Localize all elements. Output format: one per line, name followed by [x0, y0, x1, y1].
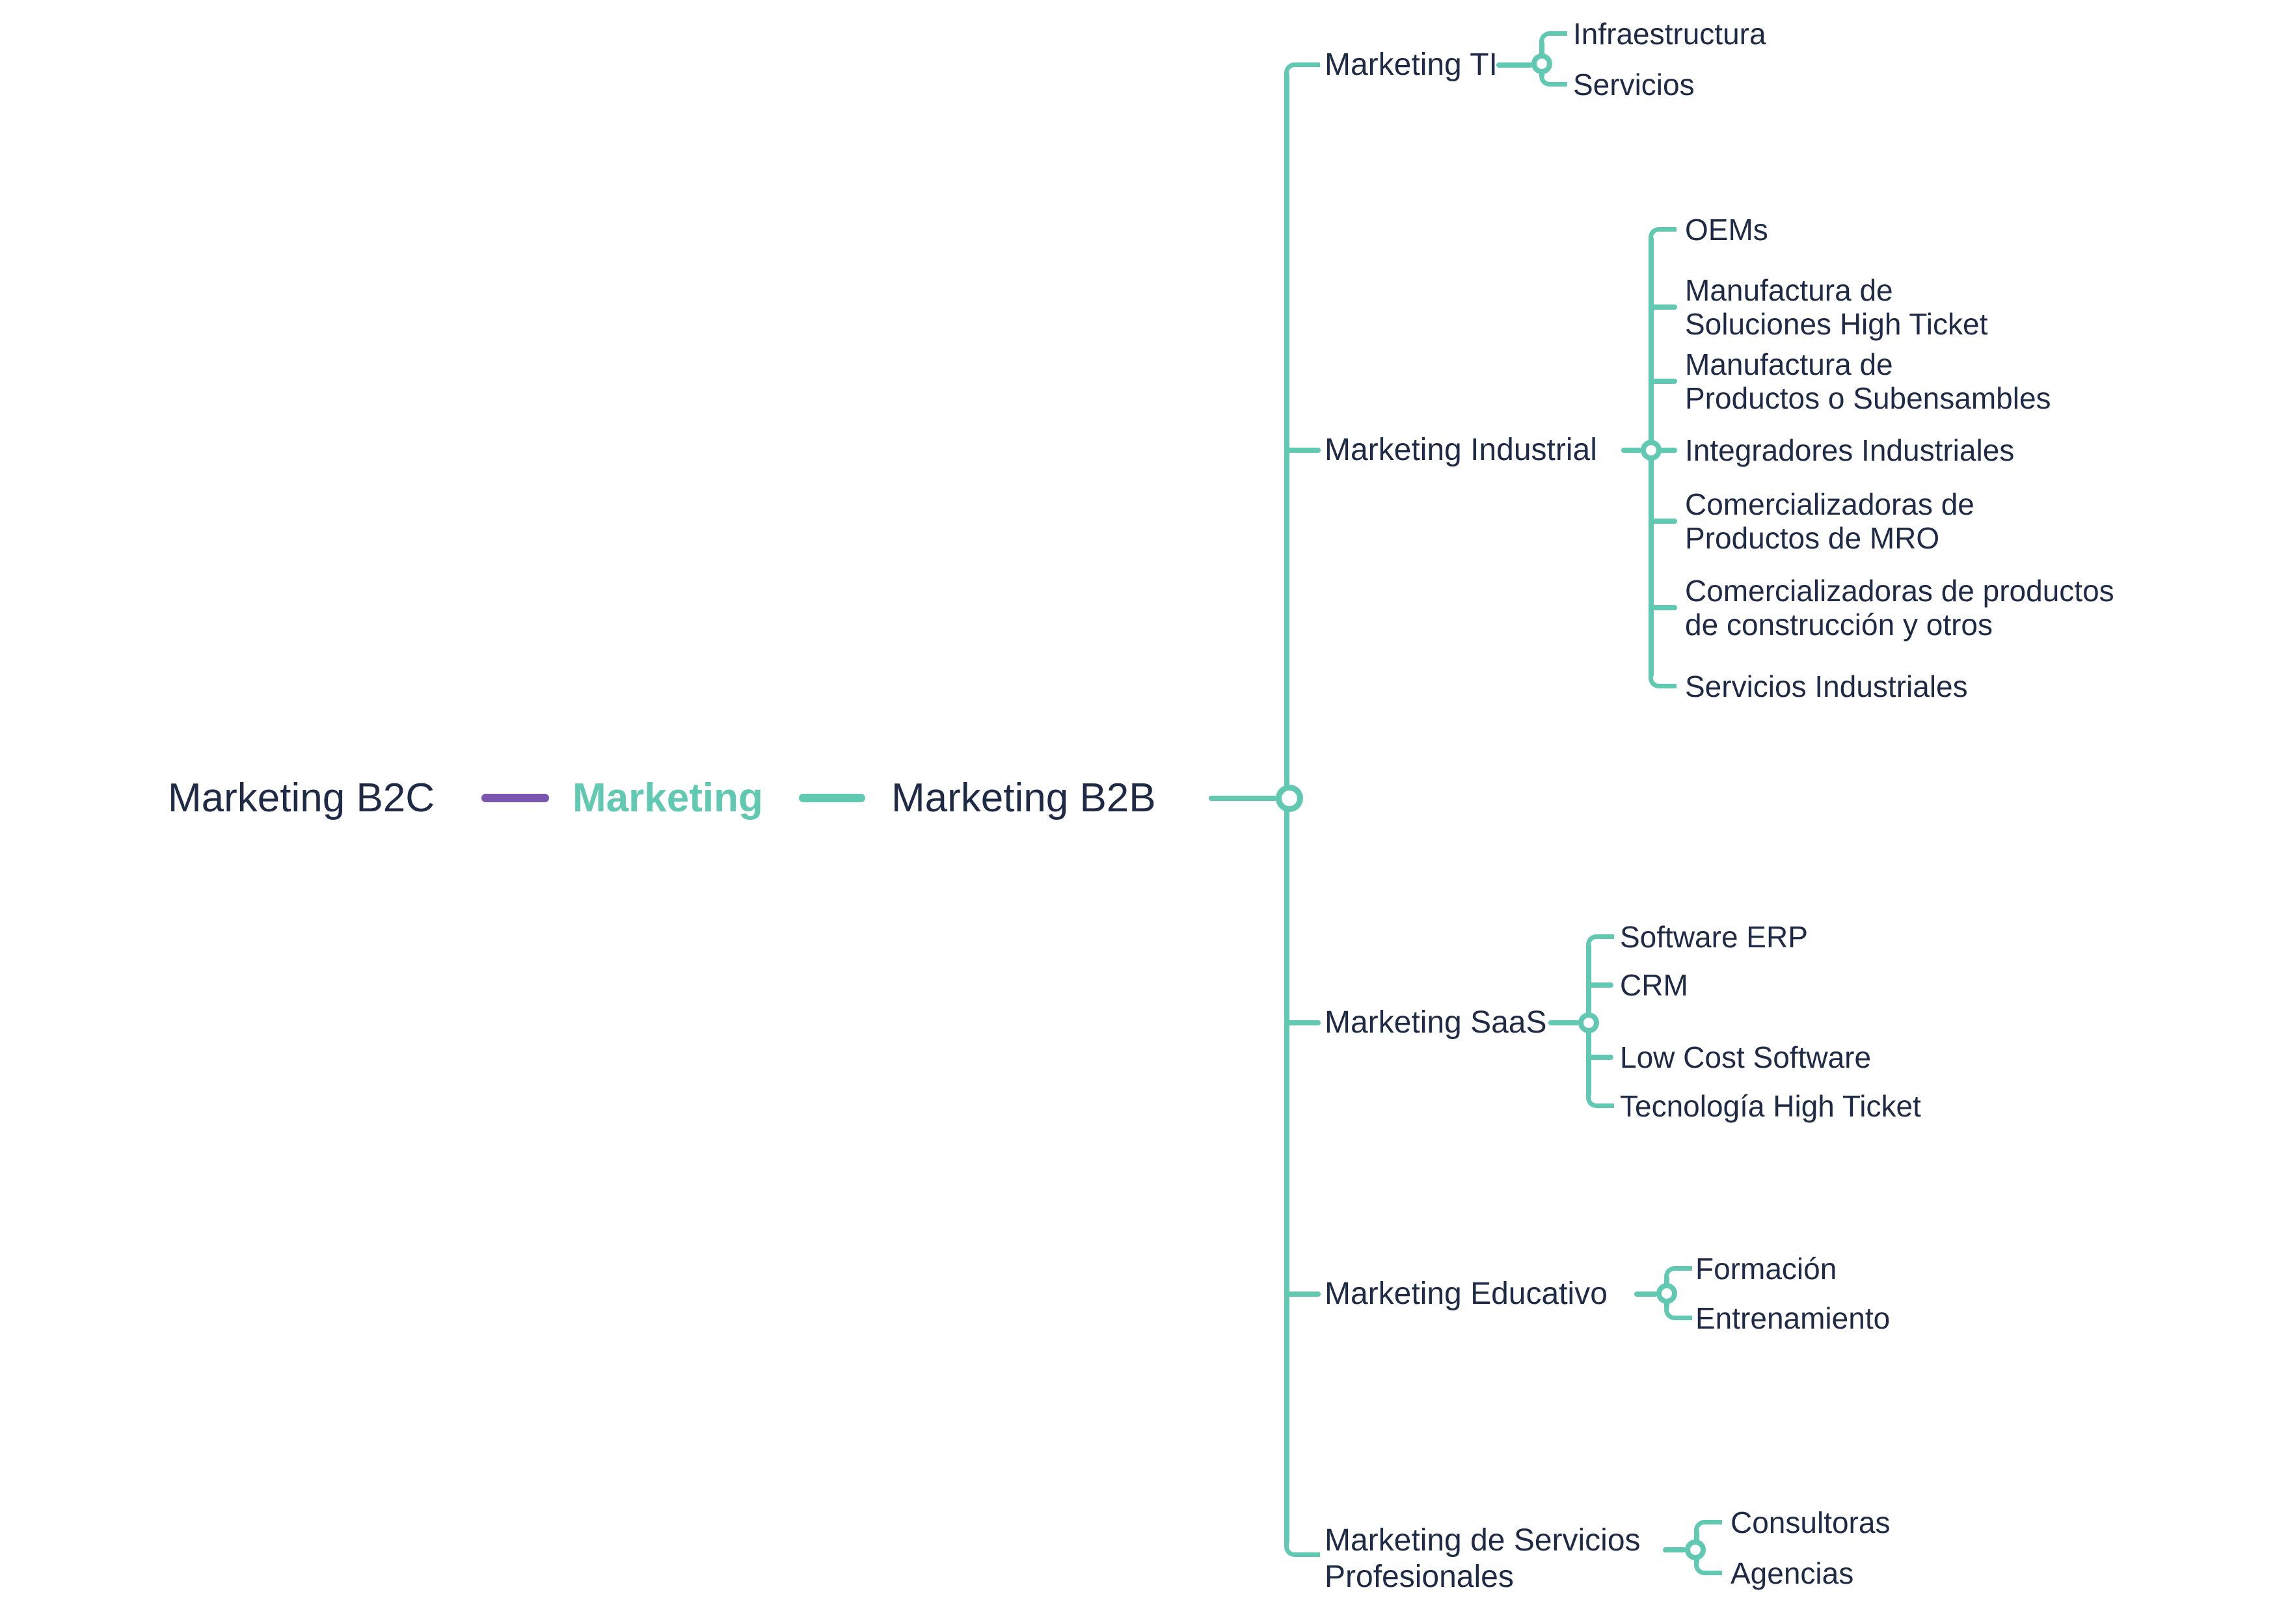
- servprof-ring-link: [1663, 1547, 1686, 1552]
- node-infraestructura[interactable]: Infraestructura: [1573, 17, 1766, 51]
- industrial-tick-1: [1651, 304, 1677, 310]
- node-marketing-b2b[interactable]: Marketing B2B: [891, 776, 1156, 820]
- node-oems[interactable]: OEMs: [1685, 213, 1768, 247]
- educativo-ring-link: [1634, 1292, 1658, 1297]
- industrial-corner-bottom: [1649, 675, 1677, 688]
- node-marketing-educativo[interactable]: Marketing Educativo: [1325, 1277, 1608, 1311]
- saas-corner-bottom: [1586, 1094, 1614, 1108]
- node-servicios-industriales[interactable]: Servicios Industriales: [1685, 670, 1968, 703]
- servprof-corner-bottom: [1694, 1562, 1722, 1575]
- industrial-ring-link: [1621, 448, 1642, 453]
- node-software-erp[interactable]: Software ERP: [1620, 920, 1808, 954]
- ti-ring[interactable]: [1531, 53, 1552, 74]
- node-servicios[interactable]: Servicios: [1573, 68, 1695, 102]
- b2b-trunk-line: [1209, 796, 1277, 801]
- node-marketing-industrial[interactable]: Marketing Industrial: [1325, 433, 1597, 467]
- node-marketing-servicios-profesionales[interactable]: Marketing de Servicios Profesionales: [1325, 1523, 1641, 1594]
- saas-ring-link: [1548, 1020, 1580, 1025]
- link-b2b-connector: [799, 794, 865, 802]
- saas-tick-1: [1589, 982, 1613, 988]
- node-manufactura-productos-subensambles[interactable]: Manufactura de Productos o Subensambles: [1685, 347, 2051, 415]
- node-marketing-root[interactable]: Marketing: [572, 776, 763, 820]
- trunk-corner-top: [1284, 62, 1320, 79]
- servprof-corner-top: [1694, 1520, 1722, 1534]
- servprof-ring[interactable]: [1685, 1539, 1706, 1560]
- educativo-corner-top: [1664, 1266, 1692, 1280]
- node-low-cost-software[interactable]: Low Cost Software: [1620, 1040, 1872, 1074]
- industrial-tick-3: [1651, 448, 1677, 453]
- node-marketing-b2c[interactable]: Marketing B2C: [168, 776, 435, 820]
- node-tecnologia-high-ticket[interactable]: Tecnología High Ticket: [1620, 1089, 1921, 1123]
- node-marketing-saas[interactable]: Marketing SaaS: [1325, 1005, 1547, 1040]
- stub-educativo: [1287, 1292, 1321, 1297]
- node-consultoras[interactable]: Consultoras: [1731, 1506, 1891, 1539]
- educativo-corner-bottom: [1664, 1306, 1692, 1320]
- node-comercializadoras-construccion[interactable]: Comercializadoras de productos de constr…: [1685, 574, 2114, 642]
- industrial-tick-5: [1651, 605, 1677, 610]
- node-crm[interactable]: CRM: [1620, 968, 1688, 1002]
- industrial-corner-top: [1649, 227, 1677, 241]
- node-manufactura-soluciones-high-ticket[interactable]: Manufactura de Soluciones High Ticket: [1685, 273, 1988, 341]
- saas-tick-2: [1589, 1055, 1613, 1060]
- node-integradores-industriales[interactable]: Integradores Industriales: [1685, 433, 2015, 467]
- ti-corner-top: [1539, 31, 1567, 45]
- node-entrenamiento[interactable]: Entrenamiento: [1695, 1301, 1891, 1335]
- link-b2c-connector: [481, 794, 549, 802]
- junction-ring-b2b[interactable]: [1276, 785, 1303, 812]
- stub-industrial: [1287, 448, 1321, 453]
- trunk-corner-bottom: [1284, 1541, 1320, 1557]
- educativo-ring[interactable]: [1656, 1283, 1677, 1304]
- stub-saas: [1287, 1020, 1321, 1025]
- saas-ring[interactable]: [1578, 1012, 1599, 1033]
- node-formacion[interactable]: Formación: [1695, 1252, 1837, 1286]
- ti-ring-link: [1496, 62, 1533, 68]
- node-agencias[interactable]: Agencias: [1731, 1556, 1854, 1590]
- industrial-tick-2: [1651, 379, 1677, 384]
- node-marketing-ti[interactable]: Marketing TI: [1325, 47, 1498, 82]
- industrial-tick-4: [1651, 519, 1677, 524]
- node-comercializadoras-mro[interactable]: Comercializadoras de Productos de MRO: [1685, 487, 1974, 555]
- ti-corner-bottom: [1539, 73, 1567, 87]
- saas-corner-top: [1586, 934, 1614, 948]
- industrial-ring[interactable]: [1641, 440, 1662, 461]
